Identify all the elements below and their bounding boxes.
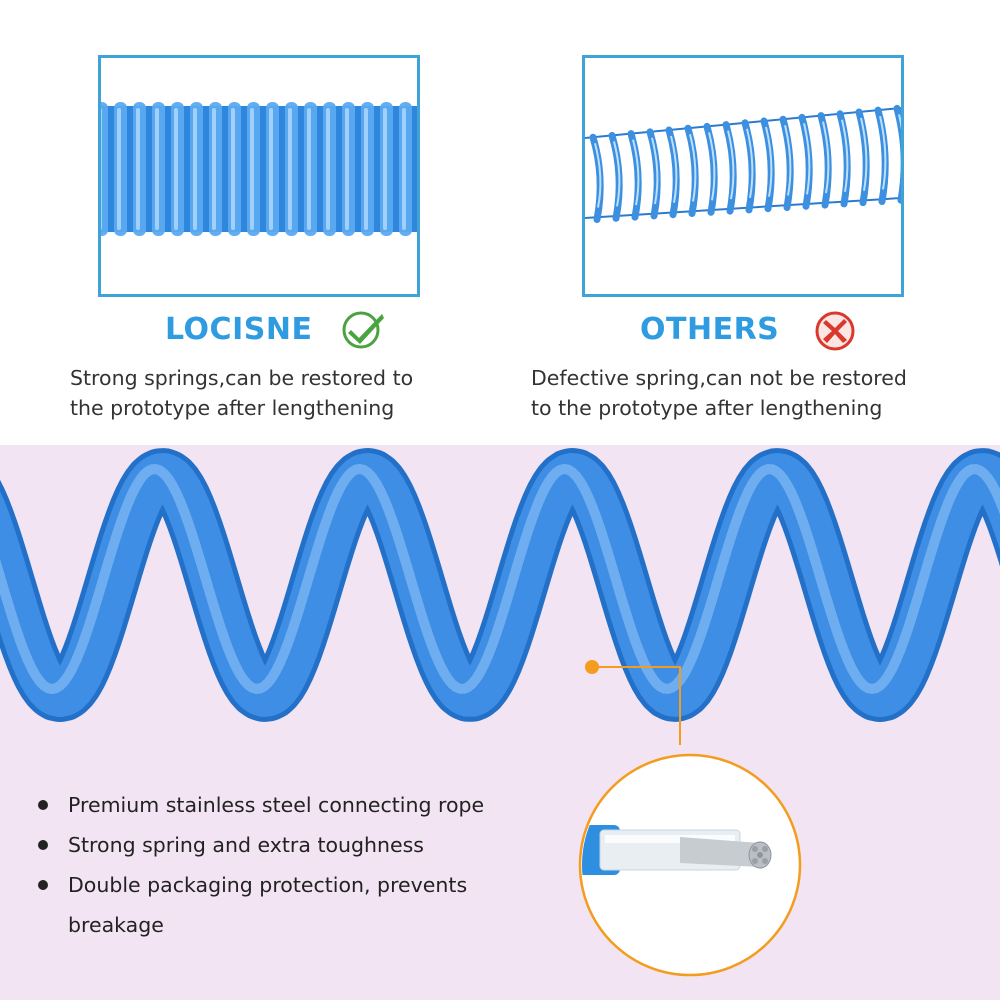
feature-item: Strong spring and extra toughness — [38, 825, 558, 865]
locisne-description: Strong springs,can be restored to the pr… — [70, 363, 413, 423]
feature-text: Premium stainless steel connecting rope — [68, 793, 485, 817]
others-description: Defective spring,can not be restored to … — [531, 363, 907, 423]
feature-section: Premium stainless steel connecting rope … — [0, 445, 1000, 1000]
others-description-line: Defective spring,can not be restored — [531, 366, 907, 390]
feature-text: breakage — [68, 913, 164, 937]
comparison-section: LOCISNE OTHERS Strong springs,can be res… — [0, 0, 1000, 445]
cross-icon — [815, 311, 855, 351]
feature-text: Strong spring and extra toughness — [68, 833, 424, 857]
others-title: OTHERS — [640, 312, 780, 347]
locisne-description-line: the prototype after lengthening — [70, 396, 395, 420]
defective-spring-photo — [582, 55, 904, 297]
bullet-icon — [38, 880, 48, 890]
coiled-spring-illustration — [0, 448, 1000, 722]
strong-spring-photo — [98, 55, 420, 297]
locisne-description-line: Strong springs,can be restored to — [70, 366, 414, 390]
check-icon — [342, 311, 384, 349]
feature-text: Double packaging protection, prevents — [68, 873, 468, 897]
feature-item: breakage — [38, 905, 558, 945]
feature-item: Premium stainless steel connecting rope — [38, 785, 558, 825]
feature-item: Double packaging protection, prevents — [38, 865, 558, 905]
others-description-line: to the prototype after lengthening — [531, 396, 883, 420]
locisne-title: LOCISNE — [165, 312, 313, 347]
bullet-icon — [38, 840, 48, 850]
feature-list: Premium stainless steel connecting rope … — [38, 785, 558, 945]
bullet-icon — [38, 800, 48, 810]
